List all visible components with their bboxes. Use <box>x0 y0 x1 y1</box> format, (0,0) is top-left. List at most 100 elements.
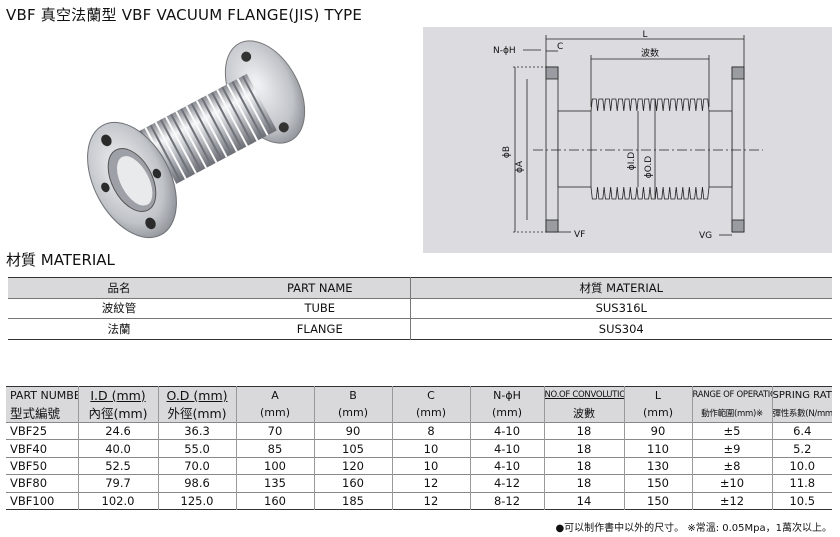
spec-header-cell: RANGE OF OPERATION <box>691 386 772 403</box>
label-vg: VG <box>699 231 712 241</box>
spec-header-cell: (mm) <box>235 403 314 423</box>
spec-cell: 4-12 <box>469 474 544 493</box>
spec-cell: 150 <box>623 474 692 493</box>
spec-header-cell: 型式編號 <box>6 403 78 423</box>
spec-header-row-bottom: 型式編號內徑(mm)外徑(mm)(mm)(mm)(mm)(mm)波數(mm)動作… <box>6 403 832 423</box>
spec-cell: 8-12 <box>469 491 544 510</box>
spec-cell: 150 <box>623 491 692 510</box>
bellows-illustration <box>87 40 306 239</box>
spec-header-cell: 外徑(mm) <box>157 403 236 423</box>
spec-cell: ±5 <box>691 421 772 440</box>
dim-id-label: ϕI.D <box>627 152 637 170</box>
spec-header-cell: (mm) <box>313 403 392 423</box>
spec-cell: 160 <box>313 474 392 493</box>
footnote: ●可以制作書中以外的尺寸。 ※常溫: 0.05Mpa，1萬次以上。 <box>555 523 832 534</box>
spec-cell: 18 <box>543 421 624 440</box>
dim-phia-label: ϕA <box>515 160 525 173</box>
product-photo <box>60 30 330 240</box>
dim-nphih-label: N-ϕH <box>493 46 516 56</box>
spec-cell: 100 <box>235 456 314 475</box>
spec-cell: 90 <box>623 421 692 440</box>
spec-cell: 110 <box>623 439 692 458</box>
spec-header-cell: N-ϕH <box>469 386 544 403</box>
spec-header-cell: C <box>391 386 470 403</box>
spec-cell: 125.0 <box>157 491 236 510</box>
flange-vf <box>545 66 559 233</box>
spec-cell: ±10 <box>691 474 772 493</box>
spec-cell: VBF80 <box>6 474 78 493</box>
material-row: 波紋管 TUBE SUS316L <box>8 297 832 319</box>
spec-cell: VBF100 <box>6 491 78 510</box>
bellows-convolutions <box>590 98 710 200</box>
material-cell: 波紋管 <box>8 297 230 319</box>
spec-cell: ±12 <box>691 491 772 510</box>
spec-header-cell: O.D (mm) <box>157 386 236 403</box>
spec-cell: 4-10 <box>469 456 544 475</box>
dim-l-label: L <box>642 30 647 40</box>
dim-od-label: ϕO.D <box>644 156 654 179</box>
spec-header-cell: PART NUMBER <box>6 386 78 403</box>
spec-cell: VBF25 <box>6 421 78 440</box>
spec-cell: 10 <box>391 439 470 458</box>
spec-cell: 36.3 <box>157 421 236 440</box>
material-cell: TUBE <box>230 297 410 319</box>
spec-cell: 10.0 <box>771 456 832 475</box>
spec-cell: 10.5 <box>771 491 832 510</box>
flange-vg <box>731 66 745 233</box>
material-cell: 法蘭 <box>8 318 230 339</box>
spec-cell: 70 <box>235 421 314 440</box>
spec-cell: 79.7 <box>77 474 158 493</box>
spec-cell: 8 <box>391 421 470 440</box>
material-cell: FLANGE <box>230 318 410 339</box>
dim-phib-label: ϕB <box>502 146 512 158</box>
page-title: VBF 真空法蘭型 VBF VACUUM FLANGE(JIS) TYPE <box>6 6 363 24</box>
label-vf: VF <box>574 230 585 240</box>
spec-header-cell: A <box>235 386 314 403</box>
dim-c-label: C <box>557 42 563 52</box>
spec-cell: 12 <box>391 474 470 493</box>
spec-cell: ±9 <box>691 439 772 458</box>
spec-header-cell: 動作範圍(mm)※ <box>691 403 772 423</box>
spec-cell: 4-10 <box>469 421 544 440</box>
spec-cell: 14 <box>543 491 624 510</box>
spec-cell: 18 <box>543 456 624 475</box>
spec-cell: 52.5 <box>77 456 158 475</box>
dim-convolution-label: 波数 <box>641 47 659 59</box>
spec-header-cell: 內徑(mm) <box>77 403 158 423</box>
spec-cell: 70.0 <box>157 456 236 475</box>
spec-header-cell: B <box>313 386 392 403</box>
spec-cell: 18 <box>543 474 624 493</box>
spec-header-cell: (mm) <box>391 403 470 423</box>
spec-header-cell: 彈性系數(N/mm) <box>771 403 832 423</box>
spec-cell: ±8 <box>691 456 772 475</box>
spec-cell: 185 <box>313 491 392 510</box>
material-cell: SUS304 <box>409 318 832 339</box>
technical-drawing: L C 波数 N-ϕH ϕB ϕA ϕI. <box>423 27 832 253</box>
spec-cell: 98.6 <box>157 474 236 493</box>
spec-cell: 120 <box>313 456 392 475</box>
spec-cell: 11.8 <box>771 474 832 493</box>
spec-cell: 105 <box>313 439 392 458</box>
material-title: 材質 MATERIAL <box>6 251 115 269</box>
spec-cell: 130 <box>623 456 692 475</box>
spec-cell: 40.0 <box>77 439 158 458</box>
spec-cell: 10 <box>391 456 470 475</box>
spec-cell: 5.2 <box>771 439 832 458</box>
material-header-cell: PART NAME <box>230 277 410 298</box>
material-header-row: 品名 PART NAME 材質 MATERIAL <box>8 277 832 298</box>
spec-header-cell: I.D (mm) <box>77 386 158 403</box>
spec-cell: 160 <box>235 491 314 510</box>
material-table: 品名 PART NAME 材質 MATERIAL 波紋管 TUBE SUS316… <box>8 277 832 340</box>
spec-cell: 90 <box>313 421 392 440</box>
spec-header-cell: SPRING RATE <box>771 386 832 403</box>
spec-cell: 135 <box>235 474 314 493</box>
spec-cell: 24.6 <box>77 421 158 440</box>
spec-cell: 102.0 <box>77 491 158 510</box>
spec-header-cell: 波數 <box>543 403 624 423</box>
spec-cell: 12 <box>391 491 470 510</box>
spec-header-cell: NO.OF CONVOLUTION <box>543 386 624 403</box>
spec-cell: VBF50 <box>6 456 78 475</box>
